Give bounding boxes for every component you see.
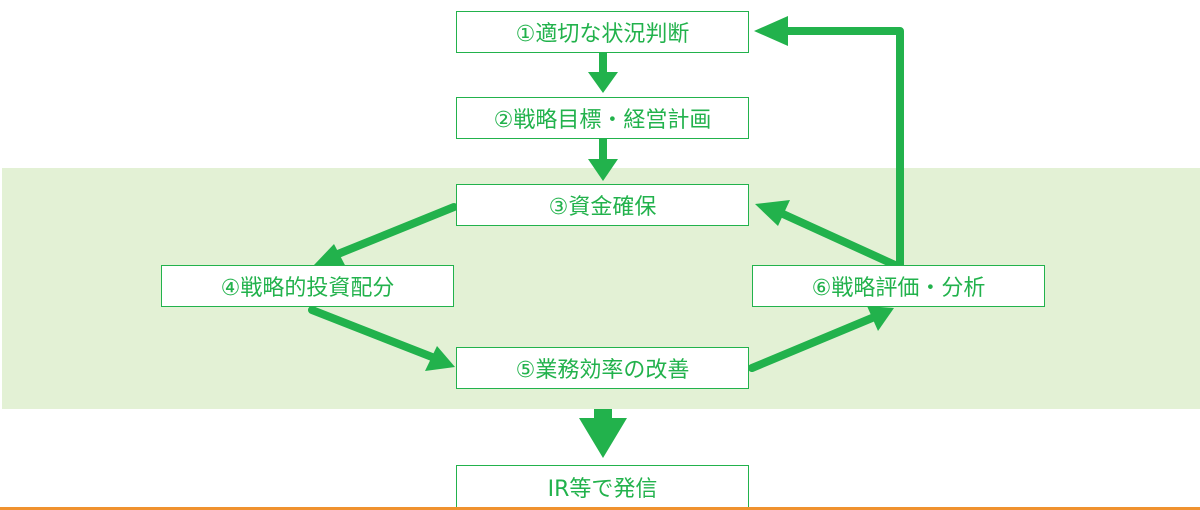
arrowhead-4-to-5	[425, 346, 455, 371]
connector-3-to-4	[334, 203, 458, 258]
step-strategic-goals: ②戦略目標・経営計画	[456, 97, 749, 139]
arrowhead-5-to-6	[867, 306, 894, 331]
arrowhead-1-to-2	[588, 72, 618, 93]
connector-5-to-6	[748, 314, 876, 372]
step-situation-judgment-label: ①適切な状況判断	[515, 22, 690, 47]
step-funding-label: ③資金確保	[548, 195, 657, 220]
connector-6-to-3	[779, 210, 899, 269]
arrowhead-6-to-1	[754, 16, 788, 46]
step-funding: ③資金確保	[456, 184, 749, 226]
step-strategic-goals-label: ②戦略目標・経営計画	[493, 108, 712, 133]
step-strategy-evaluation: ⑥戦略評価・分析	[752, 265, 1045, 307]
step-investment-allocation-label: ④戦略的投資配分	[220, 276, 395, 301]
step-investment-allocation: ④戦略的投資配分	[161, 265, 454, 307]
connector-4-to-5	[308, 306, 436, 361]
arrowhead-5-to-output	[579, 409, 627, 458]
footer-divider-line	[0, 507, 1200, 510]
arrowhead-3-to-4	[314, 244, 347, 269]
step-efficiency-improvement-label: ⑤業務効率の改善	[515, 358, 690, 383]
step-efficiency-improvement: ⑤業務効率の改善	[456, 347, 749, 389]
arrowhead-2-to-3	[588, 159, 618, 181]
step-strategy-evaluation-label: ⑥戦略評価・分析	[811, 276, 986, 301]
output-ir-publication: IR等で発信	[456, 465, 749, 508]
output-ir-publication-label: IR等で発信	[547, 476, 658, 502]
arrowhead-6-to-3	[755, 200, 790, 226]
connector-6-to-1	[780, 27, 904, 269]
step-situation-judgment: ①適切な状況判断	[456, 11, 749, 53]
